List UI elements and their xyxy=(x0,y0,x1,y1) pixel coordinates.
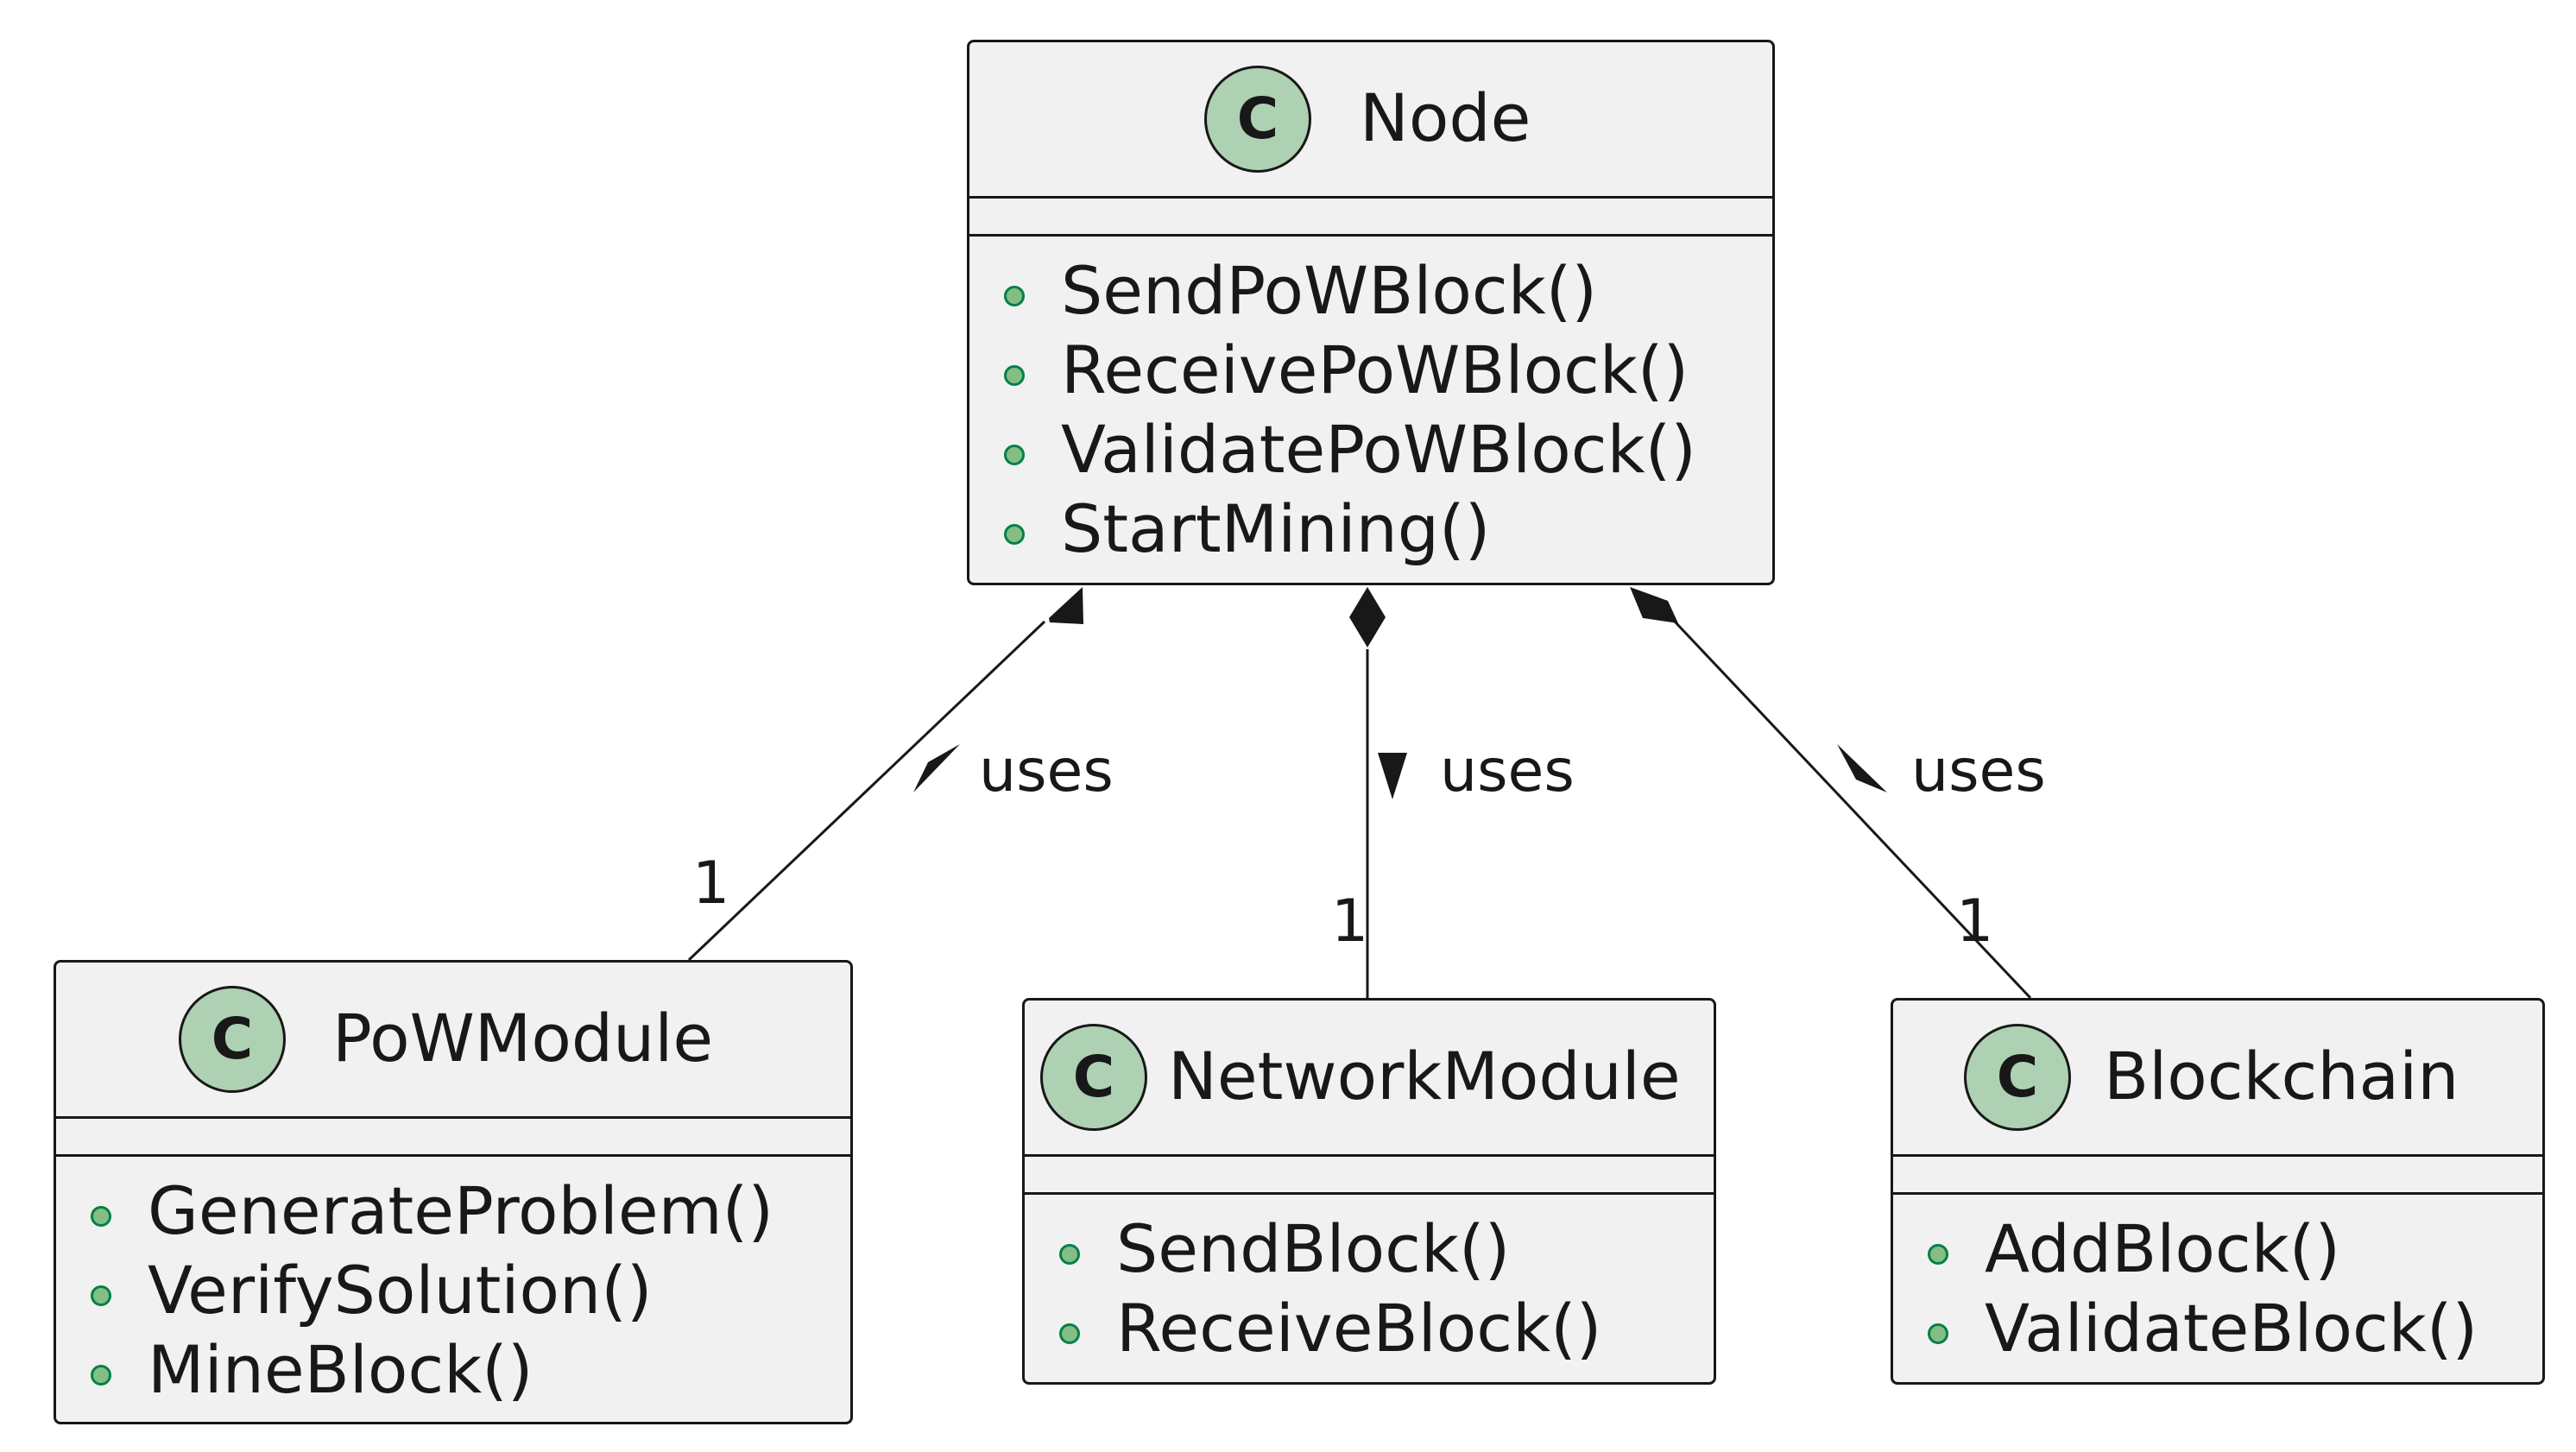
public-visibility-icon xyxy=(1004,365,1025,386)
class-node-divider xyxy=(969,234,1772,237)
composition-diamond-icon xyxy=(1630,587,1678,623)
class-node-header: C Node xyxy=(969,42,1772,198)
method-item: ValidatePoWBlock() xyxy=(969,417,1772,496)
class-blockchain-divider xyxy=(1893,1192,2542,1195)
public-visibility-icon xyxy=(1004,286,1025,306)
multiplicity-label: 1 xyxy=(1956,887,1994,956)
class-blockchain[interactable]: C Blockchain AddBlock() ValidateBlock() xyxy=(1891,998,2545,1385)
method-item: VerifySolution() xyxy=(56,1258,850,1337)
class-node-divider xyxy=(969,196,1772,199)
method-name: SendPoWBlock() xyxy=(1061,252,1598,329)
class-networkmodule[interactable]: C NetworkModule SendBlock() ReceiveBlock… xyxy=(1022,998,1716,1385)
method-item: ReceivePoWBlock() xyxy=(969,338,1772,417)
method-name: ReceivePoWBlock() xyxy=(1061,331,1689,408)
multiplicity-label: 1 xyxy=(1331,887,1369,956)
relation-label: uses xyxy=(1911,737,2046,805)
relation-label: uses xyxy=(979,737,1114,805)
method-item: SendPoWBlock() xyxy=(969,258,1772,338)
method-name: ValidatePoWBlock() xyxy=(1061,411,1696,488)
class-c-icon: C xyxy=(1964,1024,2071,1131)
class-powmodule-divider xyxy=(56,1154,850,1157)
class-powmodule-divider xyxy=(56,1116,850,1119)
composition-edge-blockchain xyxy=(1673,620,2032,1000)
method-name: MineBlock() xyxy=(148,1331,534,1408)
method-name: ReceiveBlock() xyxy=(1116,1290,1602,1367)
composition-diamond-icon xyxy=(1049,587,1083,624)
public-visibility-icon xyxy=(1928,1323,1948,1344)
method-name: ValidateBlock() xyxy=(1985,1290,2478,1367)
method-item: MineBlock() xyxy=(56,1337,850,1417)
public-visibility-icon xyxy=(1059,1244,1080,1265)
direction-arrow-icon xyxy=(1837,744,1887,792)
composition-diamond-icon xyxy=(1349,587,1386,647)
class-node-name: Node xyxy=(1360,79,1531,156)
class-networkmodule-divider xyxy=(1025,1192,1714,1195)
class-c-icon: C xyxy=(1204,66,1311,173)
method-name: AddBlock() xyxy=(1985,1210,2340,1287)
direction-arrow-icon xyxy=(913,744,960,792)
direction-arrow-icon xyxy=(1378,753,1407,799)
public-visibility-icon xyxy=(1928,1244,1948,1265)
class-node[interactable]: C Node SendPoWBlock() ReceivePoWBlock() … xyxy=(967,40,1775,585)
public-visibility-icon xyxy=(1004,445,1025,465)
class-c-icon: C xyxy=(1040,1024,1147,1131)
public-visibility-icon xyxy=(1059,1323,1080,1344)
method-name: SendBlock() xyxy=(1116,1210,1511,1287)
method-item: AddBlock() xyxy=(1893,1216,2542,1296)
composition-edge-powmodule xyxy=(687,620,1046,962)
class-powmodule-header: C PoWModule xyxy=(56,963,850,1118)
relation-label: uses xyxy=(1440,737,1575,805)
class-powmodule[interactable]: C PoWModule GenerateProblem() VerifySolu… xyxy=(54,960,853,1424)
method-name: GenerateProblem() xyxy=(148,1172,773,1249)
multiplicity-label: 1 xyxy=(692,849,730,918)
method-item: SendBlock() xyxy=(1025,1216,1714,1296)
class-c-icon: C xyxy=(179,986,286,1093)
public-visibility-icon xyxy=(91,1365,111,1386)
class-blockchain-header: C Blockchain xyxy=(1893,1001,2542,1156)
method-name: VerifySolution() xyxy=(148,1252,653,1329)
method-item: GenerateProblem() xyxy=(56,1178,850,1258)
class-blockchain-divider xyxy=(1893,1154,2542,1157)
public-visibility-icon xyxy=(91,1206,111,1227)
method-item: ReceiveBlock() xyxy=(1025,1296,1714,1375)
public-visibility-icon xyxy=(91,1285,111,1306)
class-networkmodule-header: C NetworkModule xyxy=(1025,1001,1714,1156)
method-name: StartMining() xyxy=(1061,490,1491,567)
public-visibility-icon xyxy=(1004,524,1025,545)
class-powmodule-name: PoWModule xyxy=(332,1000,714,1076)
class-networkmodule-divider xyxy=(1025,1154,1714,1157)
class-blockchain-name: Blockchain xyxy=(2104,1038,2459,1114)
method-item: ValidateBlock() xyxy=(1893,1296,2542,1375)
method-item: StartMining() xyxy=(969,496,1772,576)
class-networkmodule-name: NetworkModule xyxy=(1168,1038,1681,1114)
